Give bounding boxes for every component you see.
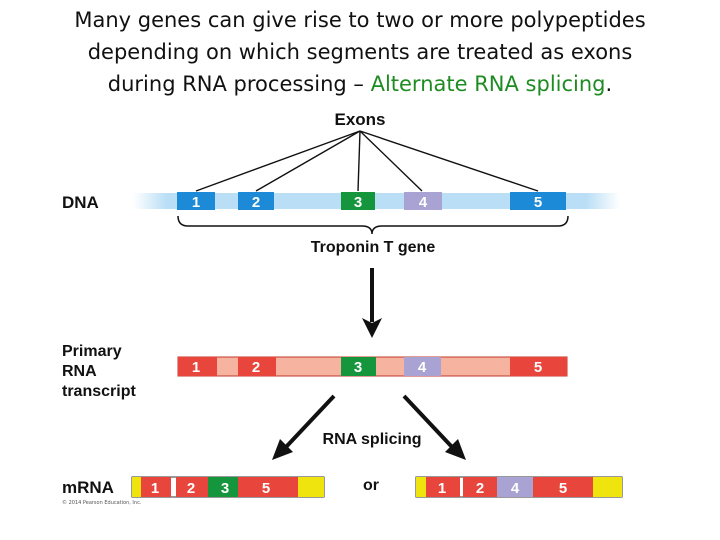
title-highlight: Alternate RNA splicing	[370, 72, 606, 96]
mrna-b-poly-a-tail	[593, 477, 622, 497]
dna-exon-4-label: 4	[419, 194, 428, 211]
primary-label-line-1: Primary	[62, 343, 122, 360]
gene-brace	[177, 215, 569, 235]
dna-exon-5	[510, 192, 566, 210]
splicing-arrow-right-head	[445, 439, 466, 460]
dna-exon-3	[341, 192, 375, 210]
mrna-b-exon-5-label: 5	[559, 480, 567, 497]
mrna-a-poly-a-tail	[298, 477, 324, 497]
rna-exon-4-label: 4	[418, 359, 427, 376]
mrna-a-5-cap	[132, 477, 141, 497]
dna-exon-5-label: 5	[534, 194, 542, 211]
mrna-a-exon-2-label: 2	[187, 480, 195, 497]
dna-exon-4	[404, 192, 442, 210]
mrna-a-exon-3-label: 3	[221, 480, 229, 497]
mrna-b-exon-1-label: 1	[438, 480, 446, 497]
splicing-arrow-left-head	[272, 439, 293, 460]
or-label: or	[363, 477, 379, 494]
pointer-line-exon-1	[195, 130, 361, 192]
mrna-b-exon-2-label: 2	[476, 480, 484, 497]
rna-exon-1	[178, 357, 217, 376]
rna-exon-2-label: 2	[252, 359, 260, 376]
mrna-b-5-cap	[416, 477, 426, 497]
exons-label: Exons	[334, 110, 385, 129]
dna-label: DNA	[62, 193, 99, 212]
pointer-line-exon-4	[359, 130, 423, 192]
rna-exon-3	[341, 357, 376, 376]
dna-exon-1-label: 1	[192, 194, 200, 211]
pointer-line-exon-5	[359, 130, 539, 192]
pointer-line-exon-3	[357, 130, 361, 192]
rna-exon-4	[404, 357, 441, 376]
rna-exon-1-label: 1	[192, 359, 200, 376]
mrna-a-exon-2	[176, 477, 208, 497]
dna-exon-2-label: 2	[252, 194, 260, 211]
mrna-b-exon-4-label: 4	[511, 480, 520, 497]
pointer-line-exon-2	[255, 130, 361, 192]
mrna-a-exon-5	[238, 477, 298, 497]
primary-label-line-2: RNA	[62, 363, 97, 380]
rna-exon-3-label: 3	[354, 359, 362, 376]
dna-exon-3-label: 3	[354, 194, 362, 211]
mrna-a-exon-1-label: 1	[151, 480, 159, 497]
mrna-a-exon-1	[141, 477, 171, 497]
mrna-b-exon-5	[533, 477, 593, 497]
gene-label: Troponin T gene	[311, 239, 436, 256]
primary-label-line-3: transcript	[62, 383, 136, 400]
mrna-variant-b: 1 2 4 5	[415, 476, 623, 498]
mrna-a-exon-3	[208, 477, 238, 497]
title-line-2: depending on which segments are treated …	[87, 40, 633, 64]
mrna-variant-a: 1 2 3 5	[131, 476, 325, 498]
copyright-notice: © 2014 Pearson Education, Inc.	[62, 500, 142, 506]
mrna-label: mRNA	[62, 478, 114, 497]
rna-exon-5	[510, 357, 567, 376]
transcription-arrow-head	[362, 318, 382, 338]
mrna-a-exon-5-label: 5	[262, 480, 270, 497]
exon-pointer-lines	[195, 130, 539, 192]
rna-exon-5-label: 5	[534, 359, 542, 376]
title-line-1: Many genes can give rise to two or more …	[74, 8, 646, 32]
dna-exon-1	[177, 192, 215, 210]
slide-title: Many genes can give rise to two or more …	[0, 4, 720, 100]
splicing-arrow-right-shaft	[402, 394, 454, 449]
mrna-b-exon-1	[426, 477, 460, 497]
title-line-3-prefix: during RNA processing –	[107, 72, 371, 96]
title-line-3-suffix: .	[605, 72, 613, 96]
rna-exon-2	[238, 357, 276, 376]
mrna-b-exon-2	[463, 477, 497, 497]
splicing-label: RNA splicing	[323, 431, 422, 448]
mrna-b-exon-4	[497, 477, 533, 497]
splicing-arrow-left-shaft	[284, 394, 336, 449]
dna-exon-2	[238, 192, 274, 210]
